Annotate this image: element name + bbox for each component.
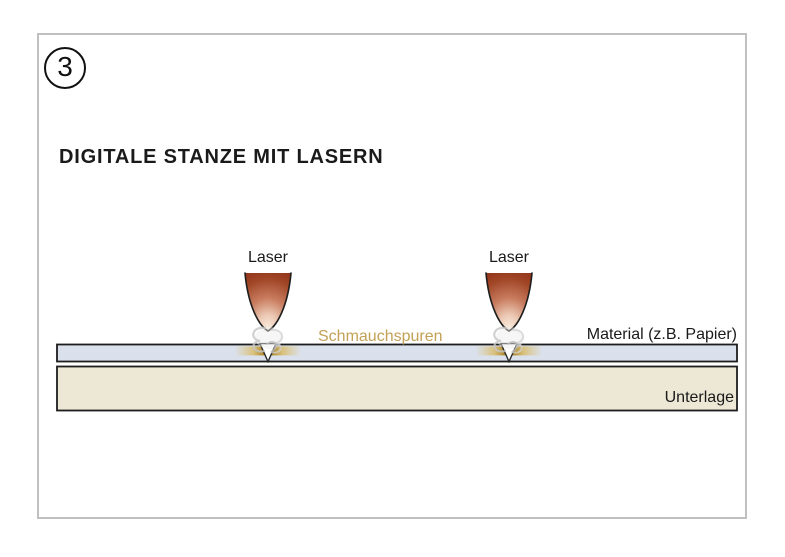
laser-label-2: Laser <box>488 249 530 266</box>
base-label: Unterlage <box>664 389 734 406</box>
smoke-wisps-2 <box>493 326 525 354</box>
laser-label-1: Laser <box>247 249 289 266</box>
laser-cone-2 <box>485 272 533 332</box>
laser-cone-1 <box>244 272 292 332</box>
diagram-frame <box>37 33 747 519</box>
material-layer <box>56 343 738 363</box>
step-number-badge: 3 <box>44 47 86 89</box>
smoke-wisps-1 <box>252 326 284 354</box>
smoke-traces-label: Schmauchspuren <box>318 328 443 345</box>
base-layer <box>56 365 738 412</box>
page-title: DIGITALE STANZE MIT LASERN <box>59 146 384 168</box>
material-label: Material (z.B. Papier) <box>586 326 737 343</box>
step-number: 3 <box>57 51 73 82</box>
